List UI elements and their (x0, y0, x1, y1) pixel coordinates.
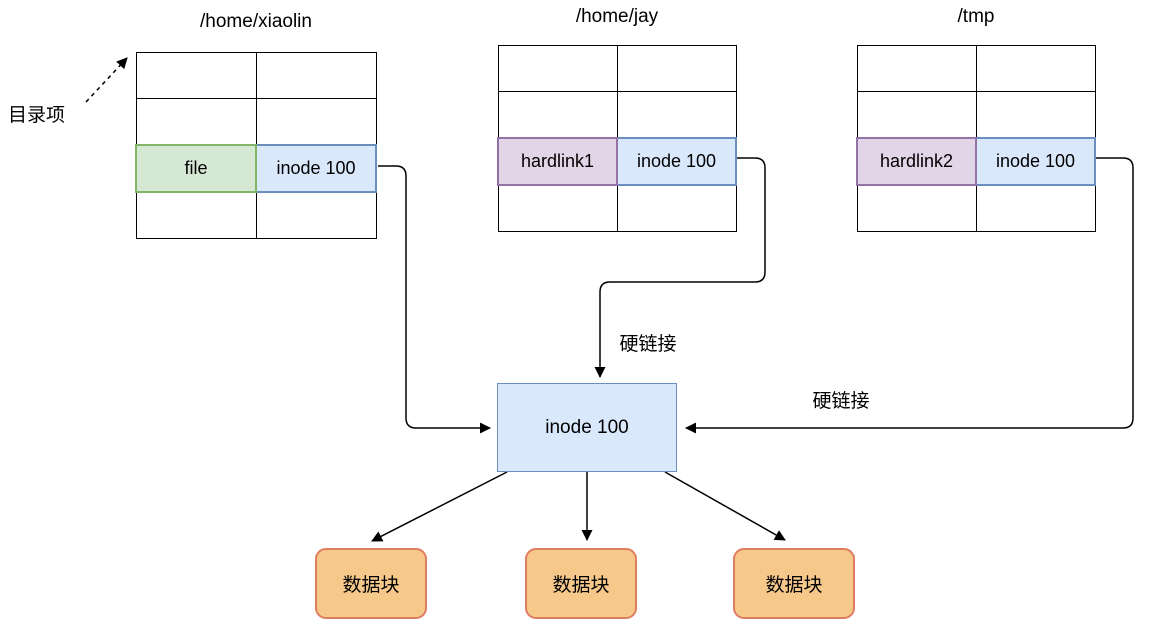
filename-cell: hardlink2 (856, 137, 977, 186)
empty-cell (856, 91, 977, 139)
dir-title-tmp: /tmp (957, 6, 995, 27)
empty-cell (497, 184, 618, 232)
empty-cell (975, 184, 1096, 232)
data-block-2: 数据块 (525, 548, 637, 619)
data-block-label: 数据块 (765, 575, 823, 596)
empty-cell (616, 45, 737, 92)
connector-inode-to-block3 (664, 471, 786, 541)
dir-entry-label: 目录项 (8, 105, 66, 126)
connector-xiaolin-to-inode (378, 165, 491, 434)
empty-cell (255, 98, 377, 146)
empty-cell (135, 98, 257, 146)
filename-cell: file (135, 144, 257, 193)
connector-tmp-to-inode (685, 157, 1134, 434)
inode-box: inode 100 (497, 383, 677, 472)
table-row (856, 91, 1096, 139)
data-block-1: 数据块 (315, 548, 427, 619)
empty-cell (616, 91, 737, 139)
empty-cell (497, 91, 618, 139)
hardlink-label-top: 硬链接 (619, 334, 677, 355)
empty-cell (856, 184, 977, 232)
empty-cell (975, 91, 1096, 139)
directory-table-xiaolin: file inode 100 (135, 52, 377, 239)
empty-cell (135, 191, 257, 239)
directory-table-jay: hardlink1 inode 100 (497, 45, 737, 232)
table-row (856, 45, 1096, 92)
inode-cell: inode 100 (616, 137, 737, 186)
empty-cell (255, 191, 377, 239)
table-row (497, 45, 737, 92)
inode-cell: inode 100 (975, 137, 1096, 186)
dir-entry-annotation-arrow (85, 57, 128, 103)
table-row: file inode 100 (135, 144, 377, 193)
empty-cell (135, 52, 257, 99)
dir-title-jay: /home/jay (575, 6, 659, 27)
table-row (497, 184, 737, 232)
empty-cell (255, 52, 377, 99)
empty-cell (856, 45, 977, 92)
data-block-label: 数据块 (342, 575, 400, 596)
filename-cell: hardlink1 (497, 137, 618, 186)
dir-title-xiaolin: /home/xiaolin (200, 11, 312, 32)
table-row (856, 184, 1096, 232)
data-block-3: 数据块 (733, 548, 855, 619)
table-row (497, 91, 737, 139)
data-block-label: 数据块 (552, 575, 610, 596)
empty-cell (497, 45, 618, 92)
table-row: hardlink1 inode 100 (497, 137, 737, 186)
table-row (135, 191, 377, 239)
directory-table-tmp: hardlink2 inode 100 (856, 45, 1096, 232)
inode-cell: inode 100 (255, 144, 377, 193)
empty-cell (975, 45, 1096, 92)
connector-jay-to-inode (594, 157, 766, 378)
inode-box-label: inode 100 (545, 416, 629, 438)
table-row: hardlink2 inode 100 (856, 137, 1096, 186)
hardlink-label-right: 硬链接 (812, 391, 870, 412)
empty-cell (616, 184, 737, 232)
connector-inode-to-block1 (371, 471, 508, 542)
table-row (135, 98, 377, 146)
table-row (135, 52, 377, 99)
